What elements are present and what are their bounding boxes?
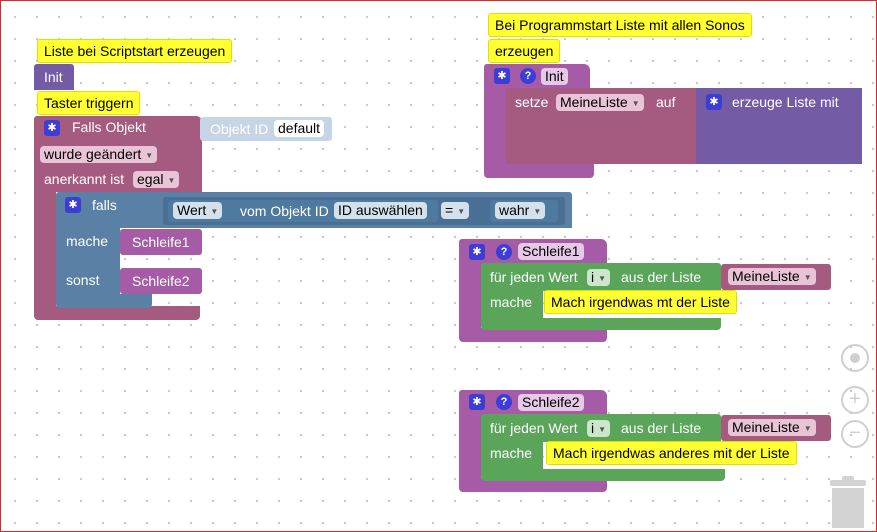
object-id-label: Objekt ID xyxy=(210,121,269,137)
loop-function-2-bottom xyxy=(459,478,607,492)
dropdown-arrow-icon: ▼ xyxy=(167,175,176,185)
init-function-spine xyxy=(484,88,506,168)
init-call-label: Init xyxy=(44,69,63,85)
loop-function-1-spine xyxy=(459,263,481,329)
if-block-bottom xyxy=(56,294,152,308)
operator-dropdown[interactable]: =▼ xyxy=(441,202,470,219)
comment-loop2-action[interactable]: Mach irgendwas anderes mit der Liste xyxy=(547,442,796,464)
from-object-label: vom Objekt ID xyxy=(240,203,329,219)
trigger-block-spine xyxy=(34,188,56,306)
call-schleife1-label: Schleife1 xyxy=(132,234,190,250)
ack-dropdown[interactable]: egal▼ xyxy=(133,171,180,188)
call-schleife2-block[interactable]: Schleife2 xyxy=(120,268,202,294)
from-list-1-label: aus der Liste xyxy=(621,269,702,285)
list-1-value: MeineListe xyxy=(732,268,800,284)
create-list-block[interactable] xyxy=(696,88,862,164)
gear-icon[interactable]: ✱ xyxy=(706,94,722,110)
call-schleife1-block[interactable]: Schleife1 xyxy=(120,229,202,255)
value-dropdown-value: Wert xyxy=(177,202,207,218)
question-icon[interactable]: ? xyxy=(520,68,536,84)
init-call-block[interactable]: Init xyxy=(34,64,74,90)
operator-dropdown-value: = xyxy=(445,202,454,218)
comment-program-start-1[interactable]: Bei Programmstart Liste mit allen Sonos xyxy=(489,14,751,36)
loop-var-1-value: i xyxy=(591,269,595,285)
dropdown-arrow-icon: ▼ xyxy=(631,98,640,108)
zoom-in-icon[interactable]: + xyxy=(841,386,869,414)
for-each-2-label: für jeden Wert xyxy=(490,420,578,436)
object-id-field[interactable]: default xyxy=(274,120,325,137)
dropdown-arrow-icon: ▼ xyxy=(803,272,812,282)
list-1-dropdown[interactable]: MeineListe▼ xyxy=(728,268,816,285)
gear-icon[interactable]: ✱ xyxy=(469,244,485,260)
call-schleife2-label: Schleife2 xyxy=(132,273,190,289)
loop-function-2-name[interactable]: Schleife2 xyxy=(518,394,584,411)
loop-function-1-name[interactable]: Schleife1 xyxy=(518,243,584,260)
changed-dropdown-value: wurde geändert xyxy=(44,146,142,162)
target-icon[interactable] xyxy=(841,344,869,372)
gear-icon[interactable]: ✱ xyxy=(65,197,81,213)
to-label: auf xyxy=(656,94,676,110)
comment-program-start-2[interactable]: erzeugen xyxy=(489,40,560,62)
changed-dropdown[interactable]: wurde geändert▼ xyxy=(40,146,158,163)
question-icon[interactable]: ? xyxy=(496,244,512,260)
bool-dropdown-value: wahr xyxy=(499,202,530,218)
from-list-2-label: aus der Liste xyxy=(621,420,702,436)
dropdown-arrow-icon: ▼ xyxy=(803,423,812,433)
init-function-name[interactable]: Init xyxy=(541,68,568,85)
dropdown-arrow-icon: ▼ xyxy=(210,206,219,216)
dropdown-arrow-icon: ▼ xyxy=(533,206,542,216)
ack-dropdown-value: egal xyxy=(137,171,164,187)
loop-var-1-dropdown[interactable]: i▼ xyxy=(587,269,611,286)
value-dropdown[interactable]: Wert▼ xyxy=(173,202,223,219)
variable-dropdown-value: MeineListe xyxy=(560,94,628,110)
create-list-label: erzeuge Liste mit xyxy=(732,94,839,110)
for-each-1-label: für jeden Wert xyxy=(490,269,578,285)
if-block-spine xyxy=(56,226,120,300)
dropdown-arrow-icon: ▼ xyxy=(457,206,466,216)
dropdown-arrow-icon: ▼ xyxy=(598,273,607,283)
list-2-dropdown[interactable]: MeineListe▼ xyxy=(728,419,816,436)
loop-function-2-spine xyxy=(459,414,481,482)
for-each-2-bottom xyxy=(481,469,725,481)
dropdown-arrow-icon: ▼ xyxy=(145,150,154,160)
comment-loop1-action[interactable]: Mach irgendwas mt der Liste xyxy=(545,291,736,313)
trigger-block-bottom xyxy=(34,306,200,320)
else-label: sonst xyxy=(66,272,100,288)
bool-dropdown[interactable]: wahr▼ xyxy=(495,202,546,219)
if-label: falls xyxy=(92,197,117,213)
gear-icon[interactable]: ✱ xyxy=(44,120,60,136)
list-2-value: MeineListe xyxy=(732,419,800,435)
loop-function-1-bottom xyxy=(459,328,607,342)
for-each-1-spine xyxy=(481,289,543,321)
set-label: setze xyxy=(515,94,549,110)
loop-var-2-dropdown[interactable]: i▼ xyxy=(587,420,611,437)
dropdown-arrow-icon: ▼ xyxy=(598,424,607,434)
trigger-label: Falls Objekt xyxy=(72,119,146,135)
comment-button-trigger[interactable]: Taster triggern xyxy=(38,92,140,114)
for-each-1-bottom xyxy=(481,318,721,330)
for-each-2-spine xyxy=(481,440,543,472)
trash-icon[interactable] xyxy=(828,476,868,528)
object-id-block[interactable]: Objekt ID default xyxy=(200,117,332,141)
gear-icon[interactable]: ✱ xyxy=(469,394,485,410)
loop-2-do-label: mache xyxy=(490,445,533,461)
gear-icon[interactable]: ✱ xyxy=(494,68,510,84)
init-function-bottom xyxy=(484,164,594,178)
question-icon[interactable]: ? xyxy=(496,394,512,410)
comment-script-start[interactable]: Liste bei Scriptstart erzeugen xyxy=(38,40,232,62)
do-label: mache xyxy=(66,233,109,249)
variable-dropdown[interactable]: MeineListe▼ xyxy=(556,94,644,111)
id-select-field[interactable]: ID auswählen xyxy=(334,202,427,219)
ack-label: anerkannt ist xyxy=(44,171,125,187)
loop-1-do-label: mache xyxy=(490,294,533,310)
loop-var-2-value: i xyxy=(591,420,595,436)
zoom-out-icon[interactable]: − xyxy=(841,420,869,448)
